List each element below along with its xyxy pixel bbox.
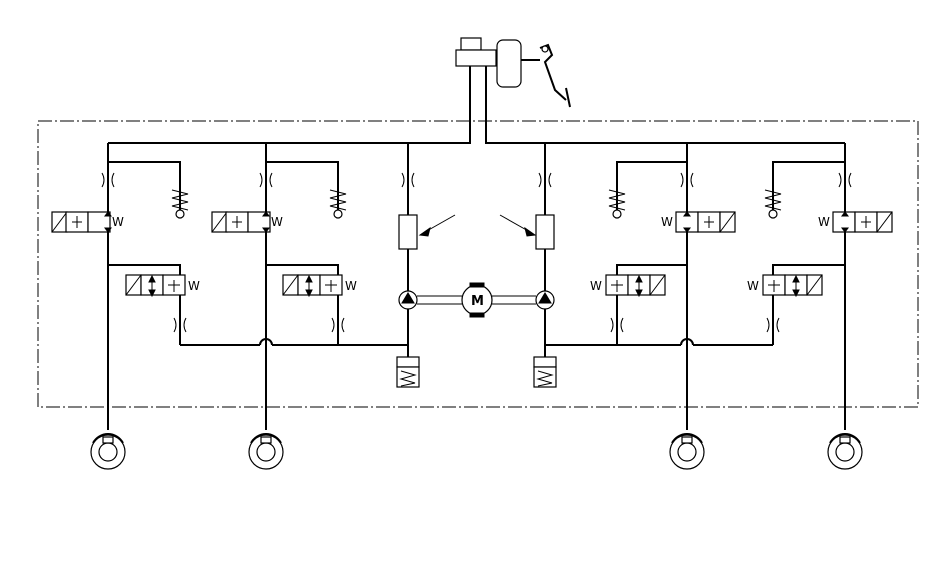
spring-label: W <box>661 215 673 229</box>
outlet-valve-2: W <box>282 274 357 298</box>
outlet-valve-1: W <box>125 274 200 298</box>
accumulator-left <box>396 356 420 388</box>
wheel-brake-4 <box>827 433 863 470</box>
spring-label: W <box>112 215 124 229</box>
wheel-brake-1 <box>90 433 126 470</box>
spring-label: W <box>345 279 357 293</box>
outlet-valve-4: W <box>747 274 823 298</box>
spring-label: W <box>747 279 759 293</box>
inlet-valve-2: W <box>211 211 283 233</box>
inlet-valve-4: W <box>818 211 893 233</box>
damper-left <box>398 214 418 250</box>
motor-label: M <box>471 294 484 309</box>
wheel-brake-2 <box>248 433 284 470</box>
inlet-valve-3: W <box>661 211 736 233</box>
outlet-valve-3: W <box>590 274 666 298</box>
master-cylinder <box>455 37 571 108</box>
master-supply-lines <box>108 66 845 144</box>
damper-right <box>535 214 555 250</box>
inlet-valve-1: W <box>51 211 124 233</box>
spring-label: W <box>590 279 602 293</box>
pump-left <box>398 290 418 310</box>
wheel-brake-3 <box>669 433 705 470</box>
pump-right <box>535 290 555 310</box>
spring-label: W <box>271 215 283 229</box>
spring-label: W <box>188 279 200 293</box>
accumulator-right <box>533 356 557 388</box>
spring-label: W <box>818 215 830 229</box>
left-circuit: W W W W <box>51 143 456 430</box>
right-circuit: W W W W <box>499 143 893 430</box>
pump-motor: M <box>417 282 536 318</box>
control-unit-boundary <box>37 120 919 408</box>
